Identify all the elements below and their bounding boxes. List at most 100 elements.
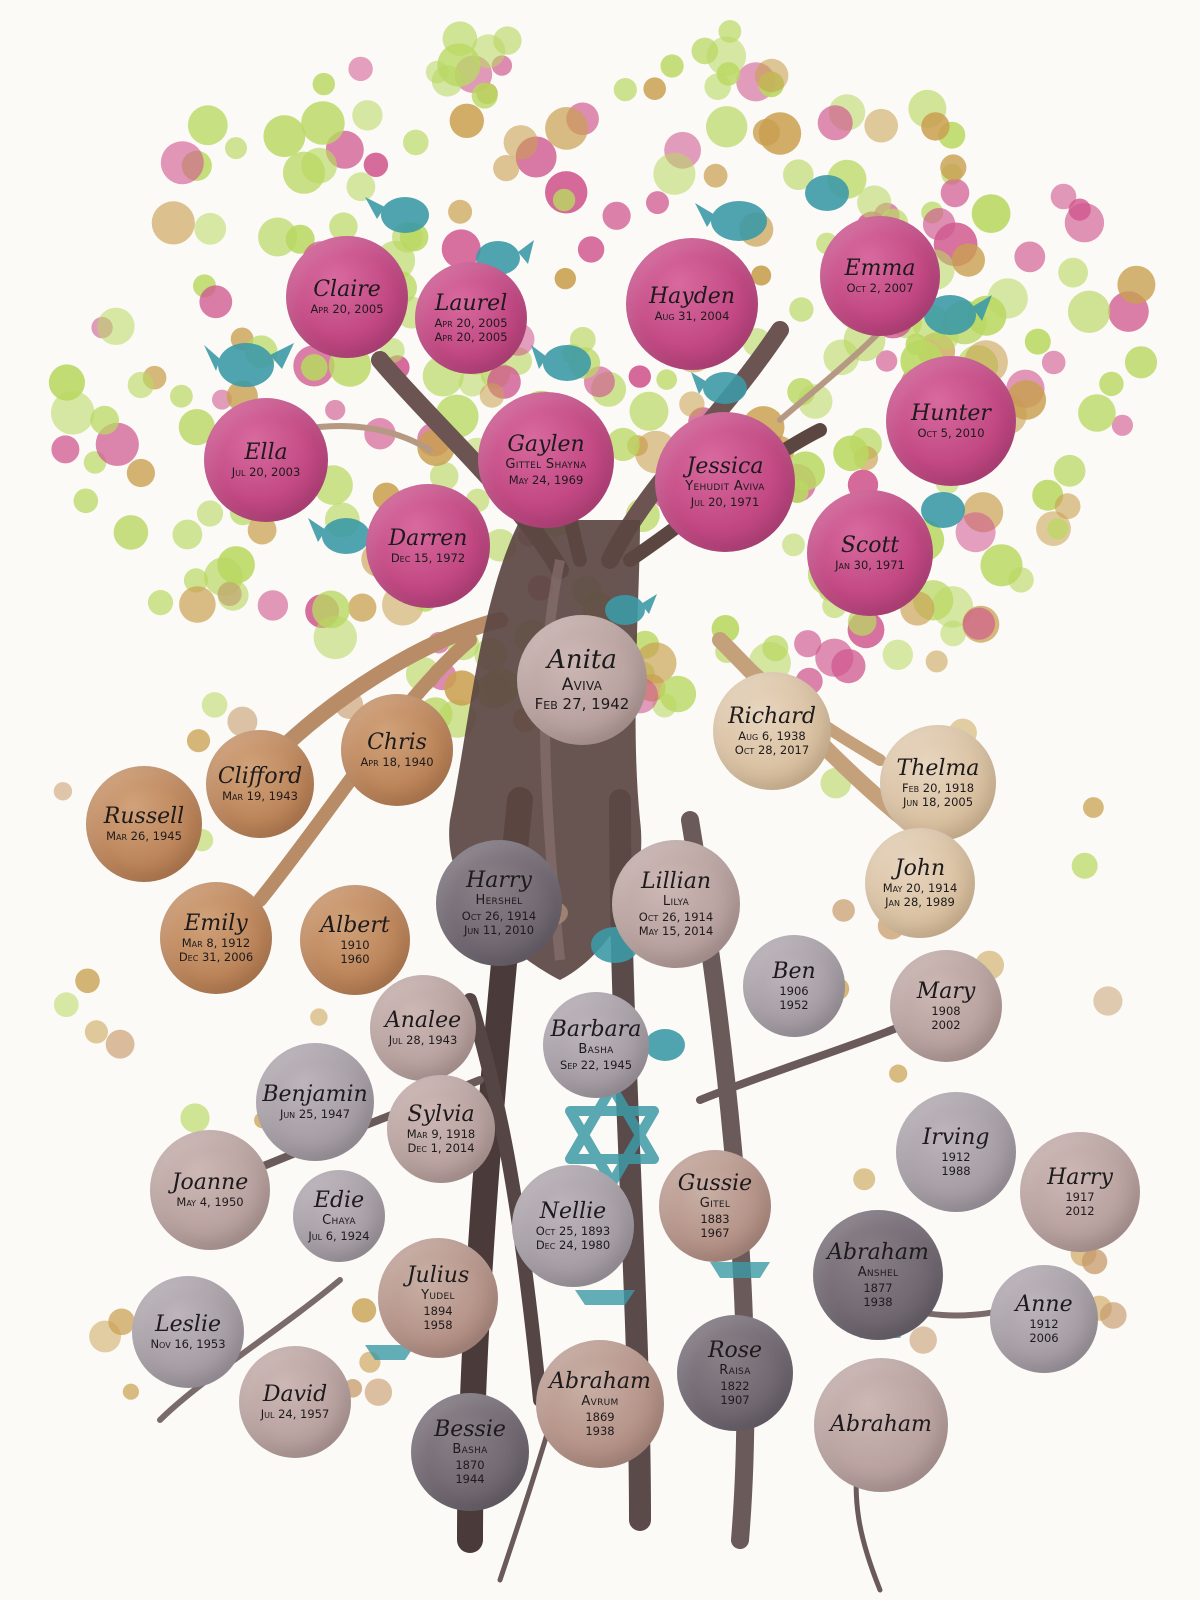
node-laurel[interactable]: Laurel Apr 20, 2005 Apr 20, 2005	[415, 262, 527, 374]
date-chris: Apr 18, 1940	[360, 754, 434, 769]
node-nellie[interactable]: Nellie Oct 25, 1893 Dec 24, 1980	[512, 1165, 634, 1287]
date-irving-2: 1988	[941, 1164, 971, 1179]
node-anne[interactable]: Anne 1912 2006	[990, 1265, 1098, 1373]
node-rose[interactable]: Rose Raisa 1822 1907	[677, 1315, 793, 1431]
leaf-dot	[1008, 567, 1034, 593]
leaf-dot	[797, 384, 833, 419]
node-abraham-avrum[interactable]: Abraham Avrum 1869 1938	[536, 1340, 664, 1468]
node-ben[interactable]: Ben 1906 1952	[743, 935, 845, 1037]
leaf-dot	[832, 899, 855, 922]
node-edie[interactable]: Edie Chaya Jul 6, 1924	[293, 1170, 385, 1262]
node-gaylen[interactable]: Gaylen Gittel Shayna May 24, 1969	[478, 392, 614, 528]
date-gussie-2: 1967	[700, 1225, 730, 1240]
leaf-dot	[889, 1064, 908, 1083]
leaf-dot	[762, 635, 789, 662]
node-gussie[interactable]: Gussie Gitel 1883 1967	[659, 1150, 771, 1262]
name-harry-hershel: Harry	[466, 867, 532, 893]
name-rose: Rose	[707, 1337, 763, 1363]
node-john[interactable]: John May 20, 1914 Jan 28, 1989	[865, 828, 975, 938]
leaf-dot	[217, 579, 249, 611]
leaf-dot	[160, 141, 204, 185]
leaf-dot	[403, 129, 429, 156]
node-russell[interactable]: Russell Mar 26, 1945	[86, 766, 202, 882]
hebrew-anita: Aviva	[561, 674, 603, 695]
date-abraham-avrum-1: 1869	[585, 1409, 615, 1424]
node-hunter[interactable]: Hunter Oct 5, 2010	[886, 356, 1016, 486]
node-hayden[interactable]: Hayden Aug 31, 2004	[626, 238, 758, 370]
node-julius[interactable]: Julius Yudel 1894 1958	[378, 1238, 498, 1358]
leaf-dot	[503, 125, 538, 160]
node-albert[interactable]: Albert 1910 1960	[300, 885, 410, 995]
node-ella[interactable]: Ella Jul 20, 2003	[204, 398, 328, 522]
node-emma[interactable]: Emma Oct 2, 2007	[820, 216, 940, 336]
node-harry-hershel[interactable]: Harry Hershel Oct 26, 1914 Jun 11, 2010	[436, 840, 562, 966]
node-claire[interactable]: Claire Apr 20, 2005	[286, 236, 408, 358]
leaf-dot	[646, 191, 669, 215]
date-lillian-2: May 15, 2014	[638, 923, 714, 938]
node-joanne[interactable]: Joanne May 4, 1950	[150, 1130, 270, 1250]
node-lillian[interactable]: Lillian Lilya Oct 26, 1914 May 15, 2014	[612, 840, 740, 968]
node-anita[interactable]: Anita Aviva Feb 27, 1942	[517, 615, 647, 745]
date-sylvia-1: Mar 9, 1918	[406, 1126, 476, 1141]
node-thelma[interactable]: Thelma Feb 20, 1918 Jun 18, 2005	[880, 725, 996, 841]
node-scott[interactable]: Scott Jan 30, 1971	[807, 490, 933, 616]
node-abraham[interactable]: Abraham	[814, 1358, 948, 1492]
leaf-dot	[1078, 394, 1116, 432]
node-irving[interactable]: Irving 1912 1988	[896, 1092, 1016, 1212]
leaf-dot	[471, 82, 498, 109]
node-benjamin[interactable]: Benjamin Jun 25, 1947	[256, 1043, 374, 1161]
node-richard[interactable]: Richard Aug 6, 1938 Oct 28, 2017	[713, 672, 831, 790]
name-abraham: Abraham	[830, 1411, 932, 1437]
node-chris[interactable]: Chris Apr 18, 1940	[341, 694, 453, 806]
date-irving-1: 1912	[941, 1149, 971, 1164]
date-harry-hershel-2: Jun 11, 2010	[463, 922, 535, 937]
hebrew-abraham-avrum: Avrum	[581, 1393, 619, 1409]
date-anne-1: 1912	[1029, 1316, 1059, 1331]
name-anne: Anne	[1015, 1291, 1073, 1317]
leaf-dot	[1099, 371, 1124, 397]
leaf-dot	[545, 106, 588, 150]
date-hayden: Aug 31, 2004	[654, 308, 730, 323]
leaf-dot	[629, 391, 669, 431]
date-anne-2: 2006	[1029, 1331, 1059, 1346]
node-david[interactable]: David Jul 24, 1957	[239, 1346, 351, 1458]
node-mary[interactable]: Mary 1908 2002	[890, 950, 1002, 1062]
leaf-dot	[225, 137, 247, 160]
name-scott: Scott	[840, 532, 900, 558]
node-abraham-anshel[interactable]: Abraham Anshel 1877 1938	[813, 1210, 943, 1340]
node-leslie[interactable]: Leslie Nov 16, 1953	[132, 1276, 244, 1388]
date-harry-1917-1: 1917	[1065, 1189, 1095, 1204]
leaf-dot	[172, 519, 203, 550]
name-sylvia: Sylvia	[407, 1101, 475, 1127]
bird-icon	[921, 492, 965, 528]
date-david: Jul 24, 1957	[260, 1406, 330, 1421]
name-albert: Albert	[320, 912, 390, 938]
leaf-dot	[716, 62, 741, 86]
leaf-dot	[151, 201, 195, 245]
node-clifford[interactable]: Clifford Mar 19, 1943	[206, 730, 314, 838]
bird-icon	[204, 343, 294, 387]
node-emily[interactable]: Emily Mar 8, 1912 Dec 31, 2006	[160, 882, 272, 994]
node-harry-1917[interactable]: Harry 1917 2012	[1020, 1132, 1140, 1252]
leaf-dot	[1058, 257, 1088, 288]
leaf-dot	[313, 615, 357, 660]
name-joanne: Joanne	[171, 1169, 249, 1195]
name-gaylen: Gaylen	[507, 431, 585, 457]
date-barbara: Sep 22, 1945	[559, 1057, 633, 1072]
node-sylvia[interactable]: Sylvia Mar 9, 1918 Dec 1, 2014	[387, 1075, 495, 1183]
node-barbara[interactable]: Barbara Basha Sep 22, 1945	[543, 992, 649, 1098]
node-bessie[interactable]: Bessie Basha 1870 1944	[411, 1393, 529, 1511]
leaf-dot	[817, 105, 853, 141]
date-jessica: Jul 20, 1971	[690, 494, 760, 509]
date-emily-2: Dec 31, 2006	[178, 950, 254, 965]
bird-icon	[924, 295, 992, 335]
name-emma: Emma	[844, 255, 916, 281]
date-abraham-anshel-2: 1938	[863, 1294, 893, 1309]
node-jessica[interactable]: Jessica Yehudit Aviva Jul 20, 1971	[655, 412, 795, 552]
node-analee[interactable]: Analee Jul 28, 1943	[370, 975, 476, 1081]
leaf-dot	[170, 384, 193, 408]
node-darren[interactable]: Darren Dec 15, 1972	[366, 484, 490, 608]
name-bessie: Bessie	[434, 1416, 506, 1442]
date-clifford: Mar 19, 1943	[222, 788, 298, 803]
leaf-dot	[628, 365, 651, 388]
